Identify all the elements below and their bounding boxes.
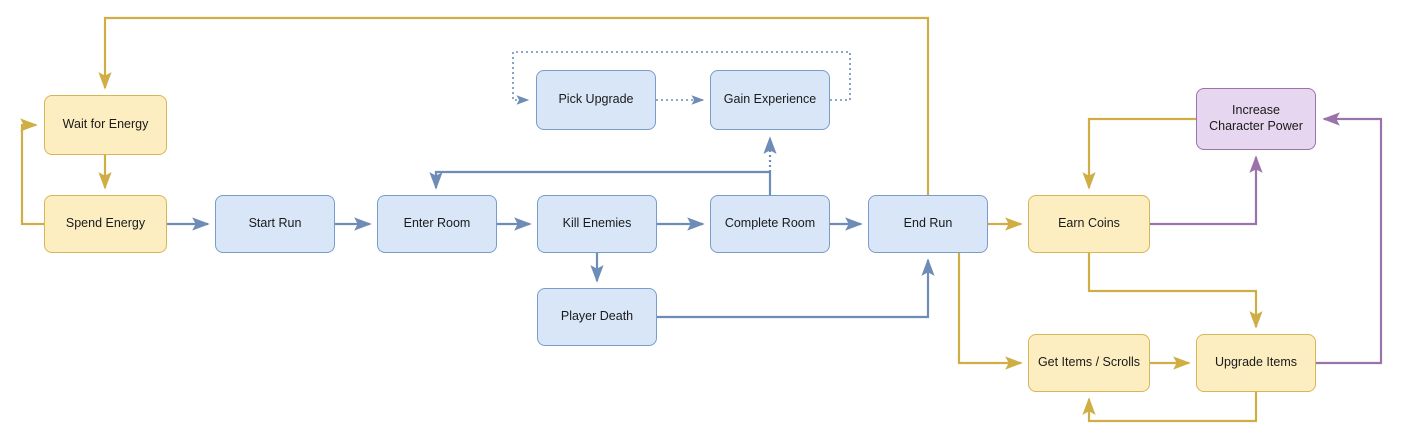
edge-earn-coins-to-upgrade-items [1087,253,1263,329]
node-label: Spend Energy [65,216,146,231]
edge-player-death-to-end-run [657,258,935,319]
node-player-death[interactable]: Player Death [537,288,657,346]
edge-spend-energy-to-wait-for-energy-loop [20,118,44,226]
edge-upgrade-items-to-get-items-loop [1082,392,1258,423]
edge-complete-room-to-enter-room-loop [429,170,772,195]
node-label: End Run [903,216,953,231]
node-label: Player Death [560,309,634,324]
edge-earn-coins-to-increase-power [1150,155,1263,226]
node-label: Pick Upgrade [558,92,634,107]
node-label: Gain Experience [723,92,817,107]
node-label: Get Items / Scrolls [1037,355,1141,370]
node-start-run[interactable]: Start Run [215,195,335,253]
node-label: Start Run [248,216,302,231]
node-label: Complete Room [724,216,816,231]
node-label: Increase Character Power [1209,103,1303,133]
node-gain-experience[interactable]: Gain Experience [710,70,830,130]
node-earn-coins[interactable]: Earn Coins [1028,195,1150,253]
node-end-run[interactable]: End Run [868,195,988,253]
node-increase-character-power[interactable]: Increase Character Power [1196,88,1316,150]
node-kill-enemies[interactable]: Kill Enemies [537,195,657,253]
node-upgrade-items[interactable]: Upgrade Items [1196,334,1316,392]
node-get-items-scrolls[interactable]: Get Items / Scrolls [1028,334,1150,392]
edge-end-run-to-get-items [957,253,1023,370]
node-complete-room[interactable]: Complete Room [710,195,830,253]
node-label: Upgrade Items [1215,355,1297,370]
node-label: Kill Enemies [562,216,632,231]
node-spend-energy[interactable]: Spend Energy [44,195,167,253]
edge-increase-power-to-earn-coins [1082,117,1196,190]
node-pick-upgrade[interactable]: Pick Upgrade [536,70,656,130]
node-label: Wait for Energy [62,117,149,132]
node-label: Earn Coins [1058,216,1120,231]
edge-upgrade-items-to-increase-power [1316,112,1383,365]
node-enter-room[interactable]: Enter Room [377,195,497,253]
node-label: Enter Room [403,216,471,231]
node-wait-for-energy[interactable]: Wait for Energy [44,95,167,155]
